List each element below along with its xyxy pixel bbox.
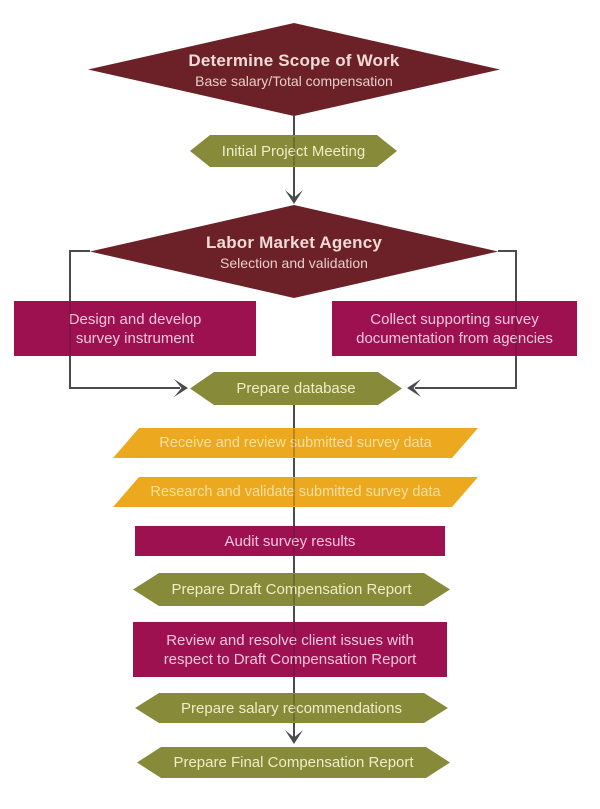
node-research-validate-data: Research and validate submitted survey d…	[113, 477, 478, 507]
collect-documentation-line1: Collect supporting survey	[370, 310, 539, 328]
node-review-resolve-issues: Review and resolve client issues with re…	[133, 622, 447, 677]
arrowhead-left-to-database	[407, 379, 421, 397]
arrowhead-down-to-final	[285, 730, 303, 744]
design-survey-line1: Design and develop	[68, 310, 202, 328]
review-resolve-line2: respect to Draft Compensation Report	[163, 650, 417, 668]
draft-report-label: Prepare Draft Compensation Report	[171, 581, 412, 598]
salary-recommendations-label: Prepare salary recommendations	[181, 699, 402, 717]
collect-documentation-line2: documentation from agencies	[356, 329, 553, 347]
node-initial-project-meeting: Initial Project Meeting	[190, 135, 397, 167]
final-report-label: Prepare Final Compensation Report	[173, 754, 414, 771]
node-prepare-database: Prepare database	[190, 372, 402, 405]
arrowhead-right-to-database	[174, 379, 188, 397]
receive-review-label: Receive and review submitted survey data	[159, 435, 432, 451]
node-prepare-final-report: Prepare Final Compensation Report	[137, 747, 450, 778]
audit-label: Audit survey results	[224, 532, 356, 550]
determine-scope-subtitle: Base salary/Total compensation	[195, 72, 393, 89]
arrowhead-down-to-labor	[285, 190, 303, 204]
labor-market-subtitle: Selection and validation	[220, 254, 368, 271]
determine-scope-title: Determine Scope of Work	[188, 50, 400, 70]
node-audit-survey-results: Audit survey results	[135, 526, 445, 556]
design-survey-line2: survey instrument	[75, 329, 195, 347]
initial-project-meeting-label: Initial Project Meeting	[221, 142, 366, 160]
node-prepare-salary-recommendations: Prepare salary recommendations	[135, 693, 448, 723]
prepare-database-label: Prepare database	[236, 380, 356, 397]
node-prepare-draft-report: Prepare Draft Compensation Report	[133, 573, 450, 606]
node-collect-documentation: Collect supporting survey documentation …	[332, 301, 577, 356]
labor-market-title: Labor Market Agency	[205, 232, 383, 252]
node-receive-review-data: Receive and review submitted survey data	[113, 428, 478, 458]
node-design-survey-instrument: Design and develop survey instrument	[14, 301, 256, 356]
research-validate-label: Research and validate submitted survey d…	[150, 484, 441, 500]
review-resolve-line1: Review and resolve client issues with	[166, 631, 414, 649]
